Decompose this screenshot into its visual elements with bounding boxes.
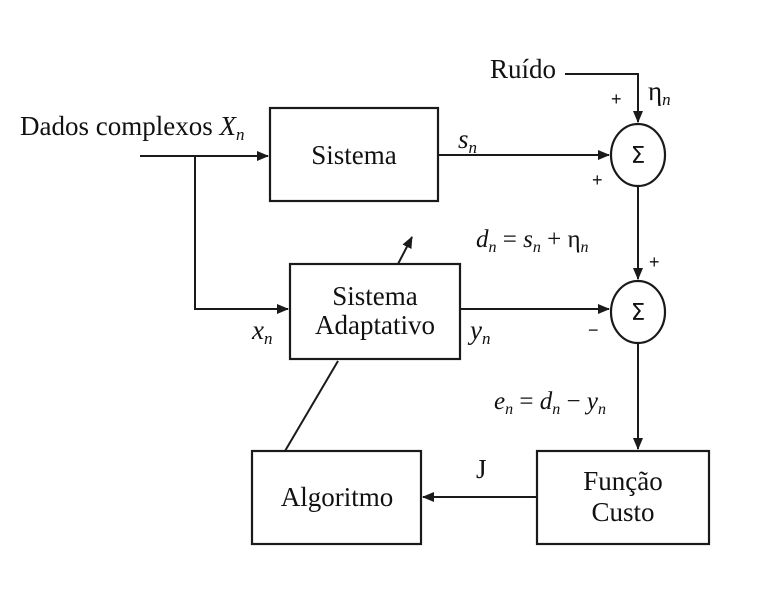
plus-sign-d: +	[649, 252, 660, 272]
adaptation-arrow	[397, 236, 413, 265]
sistema-block	[268, 106, 440, 203]
d-n-equation: dn = sn + ηn	[476, 226, 589, 256]
plus-sign-noise: +	[611, 89, 622, 109]
sistema-label: Sistema	[311, 140, 397, 170]
noise-symbol-label: ηn	[648, 76, 671, 109]
algoritmo-label: Algoritmo	[281, 482, 394, 512]
ruido-label: Ruído	[490, 54, 556, 84]
funcao-custo-block	[535, 449, 711, 546]
input-branch-wire	[194, 156, 289, 314]
funcao-custo-label-line2: Custo	[591, 497, 654, 527]
sistema-adaptativo-label-line1: Sistema	[332, 281, 418, 311]
sistema-adaptativo-label-line2: Adaptativo	[315, 310, 435, 340]
s-n-label: sn	[458, 124, 477, 157]
algoritmo-block	[250, 449, 423, 546]
noise-wire	[565, 73, 643, 123]
plus-sign-s: +	[592, 170, 603, 190]
j-label: J	[476, 454, 487, 484]
e-n-equation: en = dn − yn	[494, 388, 606, 418]
x-n-label: xn	[251, 315, 272, 348]
sigma-icon-bottom: Σ	[631, 300, 646, 326]
input-label: Dados complexos Xn	[20, 111, 244, 144]
adaptation-line	[284, 360, 339, 452]
y-n-label: yn	[467, 315, 490, 348]
sistema-adaptativo-block	[288, 262, 462, 361]
minus-sign-y: −	[588, 320, 599, 340]
sigma-icon-top: Σ	[631, 143, 646, 169]
funcao-custo-label-line1: Função	[583, 466, 662, 496]
